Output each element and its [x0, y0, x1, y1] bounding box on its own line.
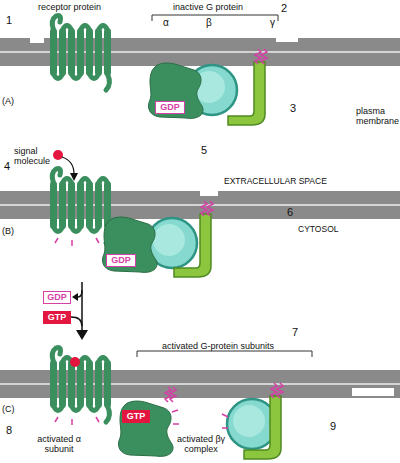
lipid-anchor	[277, 383, 283, 398]
node-text: GDP	[158, 103, 182, 112]
blank-patch	[30, 36, 44, 43]
gtp-box: GTP	[122, 410, 150, 423]
alpha-subunit	[118, 401, 173, 456]
part-label: signal molecule	[14, 146, 54, 167]
activation-marks	[55, 410, 228, 428]
activation-marks	[55, 238, 99, 246]
node-text: GTP	[125, 412, 148, 421]
lipid-anchor	[255, 49, 261, 64]
gdp-box: GDP	[155, 101, 185, 114]
signal-molecule	[53, 150, 63, 160]
receptor-protein	[50, 348, 111, 422]
region-label: CYTOSOL	[298, 225, 338, 235]
uptake-arrow	[71, 317, 82, 326]
callout-number: 6	[287, 206, 293, 219]
alpha-subunit	[148, 63, 203, 118]
panel-label: (C)	[2, 404, 15, 414]
release-arrow	[78, 290, 82, 297]
lipid-anchor	[170, 387, 176, 402]
callout-number: 9	[330, 420, 336, 433]
node-text: GDP	[109, 256, 133, 265]
arrow-head	[72, 293, 78, 301]
group-bracket	[152, 15, 278, 21]
subunit-letter: γ	[270, 17, 275, 29]
group-label: activated G-protein subunits	[162, 341, 274, 351]
blank-patches	[30, 36, 394, 396]
node-text: GDP	[45, 293, 69, 302]
node-text: GTP	[46, 313, 69, 322]
callout-number: 2	[281, 2, 287, 15]
gtp-box: GTP	[43, 311, 71, 324]
subunit-letter: β	[206, 17, 212, 29]
callout-number: 3	[290, 102, 296, 115]
gdp-box: GDP	[106, 254, 136, 267]
gamma-subunit	[228, 62, 265, 125]
part-label: receptor protein	[38, 2, 101, 12]
subunit-letter: α	[163, 17, 169, 29]
callout-number: 4	[4, 160, 10, 173]
lipid-anchor	[261, 49, 267, 64]
blank-patch	[352, 388, 394, 396]
part-label: plasma membrane	[356, 106, 400, 127]
gamma-subunit	[244, 396, 281, 459]
alpha-subunit	[102, 217, 157, 272]
callout-number: 7	[292, 326, 298, 339]
part-label: activated α subunit	[33, 434, 85, 455]
part-label: activated βγ complex	[170, 434, 232, 455]
gdp-box: GDP	[43, 291, 71, 304]
lipid-anchor	[271, 383, 277, 398]
receptor-protein	[50, 16, 111, 90]
lipid-anchor	[201, 201, 207, 216]
bound-signal-molecule	[70, 357, 80, 367]
lipid-anchor	[207, 201, 213, 216]
blank-patch	[276, 36, 298, 42]
group-label: inactive G protein	[173, 2, 243, 12]
arrow-head	[76, 330, 88, 340]
gamma-subunit	[174, 214, 211, 277]
callout-number: 1	[6, 14, 12, 27]
binding-arrow	[62, 157, 74, 174]
panel-label: (A)	[2, 96, 14, 106]
callout-number: 8	[6, 424, 12, 437]
plasma-membrane	[0, 38, 400, 398]
group-bracket	[137, 351, 312, 357]
receptor-protein	[50, 169, 111, 243]
region-label: EXTRACELLULAR SPACE	[224, 177, 327, 187]
panel-label: (B)	[2, 226, 14, 236]
callout-number: 5	[201, 144, 207, 157]
blank-patch	[200, 189, 218, 196]
